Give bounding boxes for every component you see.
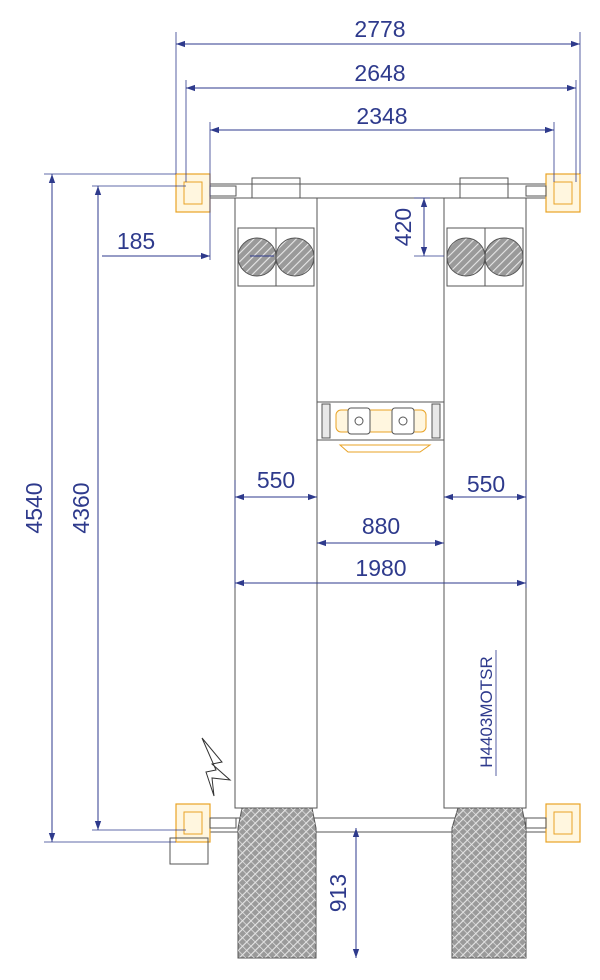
- dim-post-offset: 185: [117, 228, 155, 254]
- dim-length-2: 4360: [68, 482, 94, 533]
- product-code: H4403MOTSR: [477, 656, 496, 767]
- dim-overall-width: 2778: [354, 16, 405, 42]
- turntable-right-b: [484, 227, 524, 287]
- top-cross-beam: [209, 183, 556, 199]
- turntable-left-a: [237, 227, 277, 287]
- extension-lines: [44, 32, 581, 843]
- turntable-left-b: [275, 227, 315, 287]
- post-top-right: [525, 173, 581, 213]
- post-top-left: [175, 173, 237, 213]
- end-ramp-right: [451, 807, 527, 959]
- turntable-right-a: [446, 227, 486, 287]
- end-ramp-left: [237, 807, 317, 959]
- dim-end-ramp: 913: [325, 874, 351, 912]
- post-bottom-right: [525, 803, 581, 843]
- dim-inner-gap: 880: [362, 513, 400, 539]
- post-bottom-left: [169, 803, 237, 865]
- jacking-beam: [316, 401, 445, 453]
- dim-width-2: 2648: [354, 60, 405, 86]
- dim-ramp-width-left: 550: [257, 467, 295, 493]
- dim-overall-length: 4540: [21, 482, 47, 533]
- dim-ramp-width-right: 550: [467, 471, 505, 497]
- dim-width-3: 2348: [356, 103, 407, 129]
- lightning-icon: [201, 737, 232, 797]
- dim-ramp-offset: 420: [390, 208, 416, 246]
- dim-ramps-width: 1980: [355, 555, 406, 581]
